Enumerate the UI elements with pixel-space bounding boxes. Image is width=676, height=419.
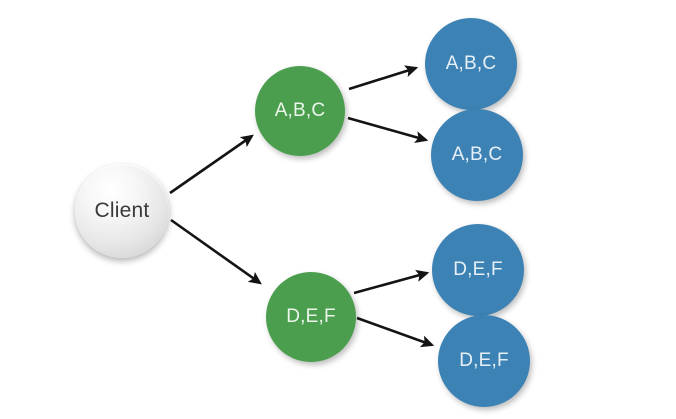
node-green-def[interactable]: D,E,F [266,272,356,362]
node-label-blue-def-2: D,E,F [459,350,509,371]
node-green-abc[interactable]: A,B,C [255,66,345,156]
node-label-blue-abc-2: A,B,C [451,144,503,165]
edge-green-def-to-blue-def-2 [356,316,435,348]
node-label-green-def: D,E,F [286,306,336,327]
node-blue-def-2[interactable]: D,E,F [438,315,530,407]
node-client[interactable]: Client [75,164,169,258]
node-label-blue-def-1: D,E,F [453,259,503,280]
node-label-blue-abc-1: A,B,C [445,53,497,74]
edge-green-abc-to-blue-abc-1 [348,65,419,91]
node-blue-abc-2[interactable]: A,B,C [431,109,523,201]
edge-client-to-green-abc [169,134,254,195]
node-label-green-abc: A,B,C [274,100,326,121]
edge-green-def-to-blue-def-1 [353,269,430,295]
node-blue-def-1[interactable]: D,E,F [432,224,524,316]
edge-client-to-green-def [170,218,262,285]
node-blue-abc-1[interactable]: A,B,C [425,18,517,110]
edge-green-abc-to-blue-abc-2 [347,116,429,143]
node-label-client: Client [94,199,150,222]
